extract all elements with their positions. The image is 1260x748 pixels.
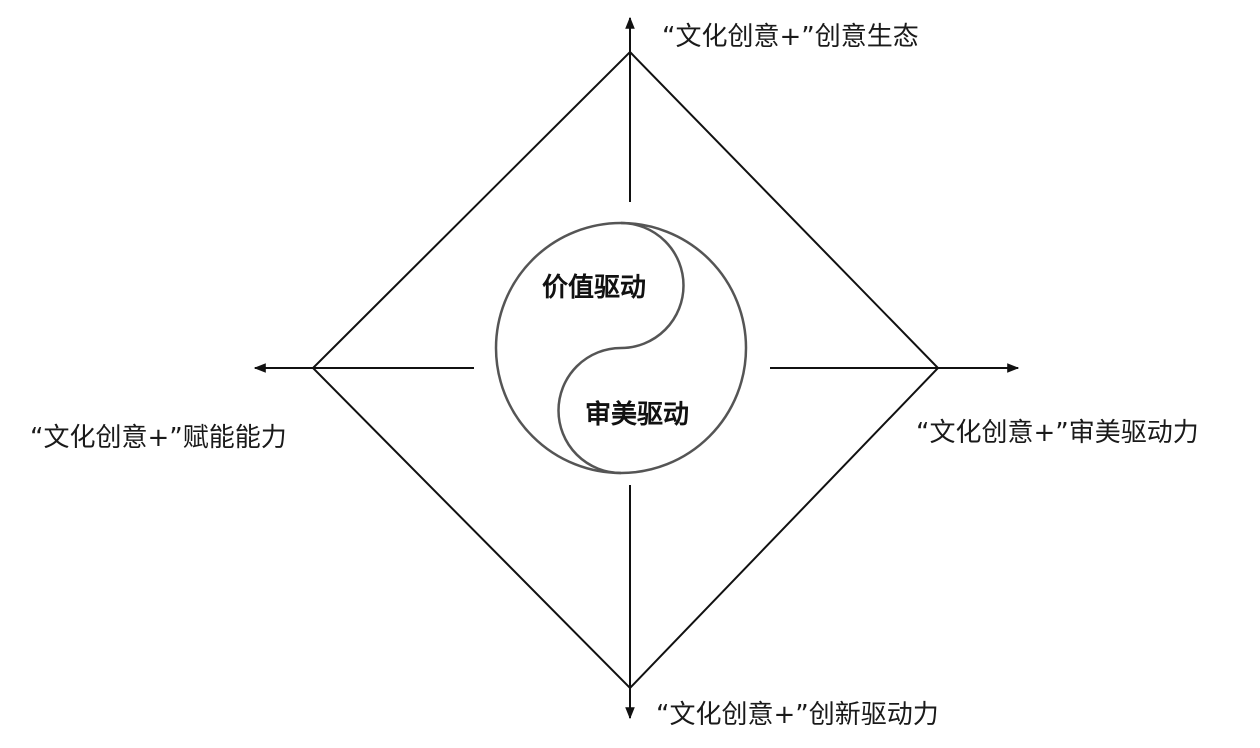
label-left: “文化创意+”赋能能力 [30,423,287,453]
center-label-upper: 价值驱动 [542,273,646,303]
label-top: “文化创意+”创意生态 [662,22,919,52]
taiji-s-curve [557,221,685,475]
diamond-outline [311,50,940,690]
taiji-symbol [494,221,748,475]
label-bottom: “文化创意+”创新驱动力 [656,700,939,730]
center-label-lower: 审美驱动 [585,399,689,430]
label-right: “文化创意+”审美驱动力 [916,418,1199,448]
